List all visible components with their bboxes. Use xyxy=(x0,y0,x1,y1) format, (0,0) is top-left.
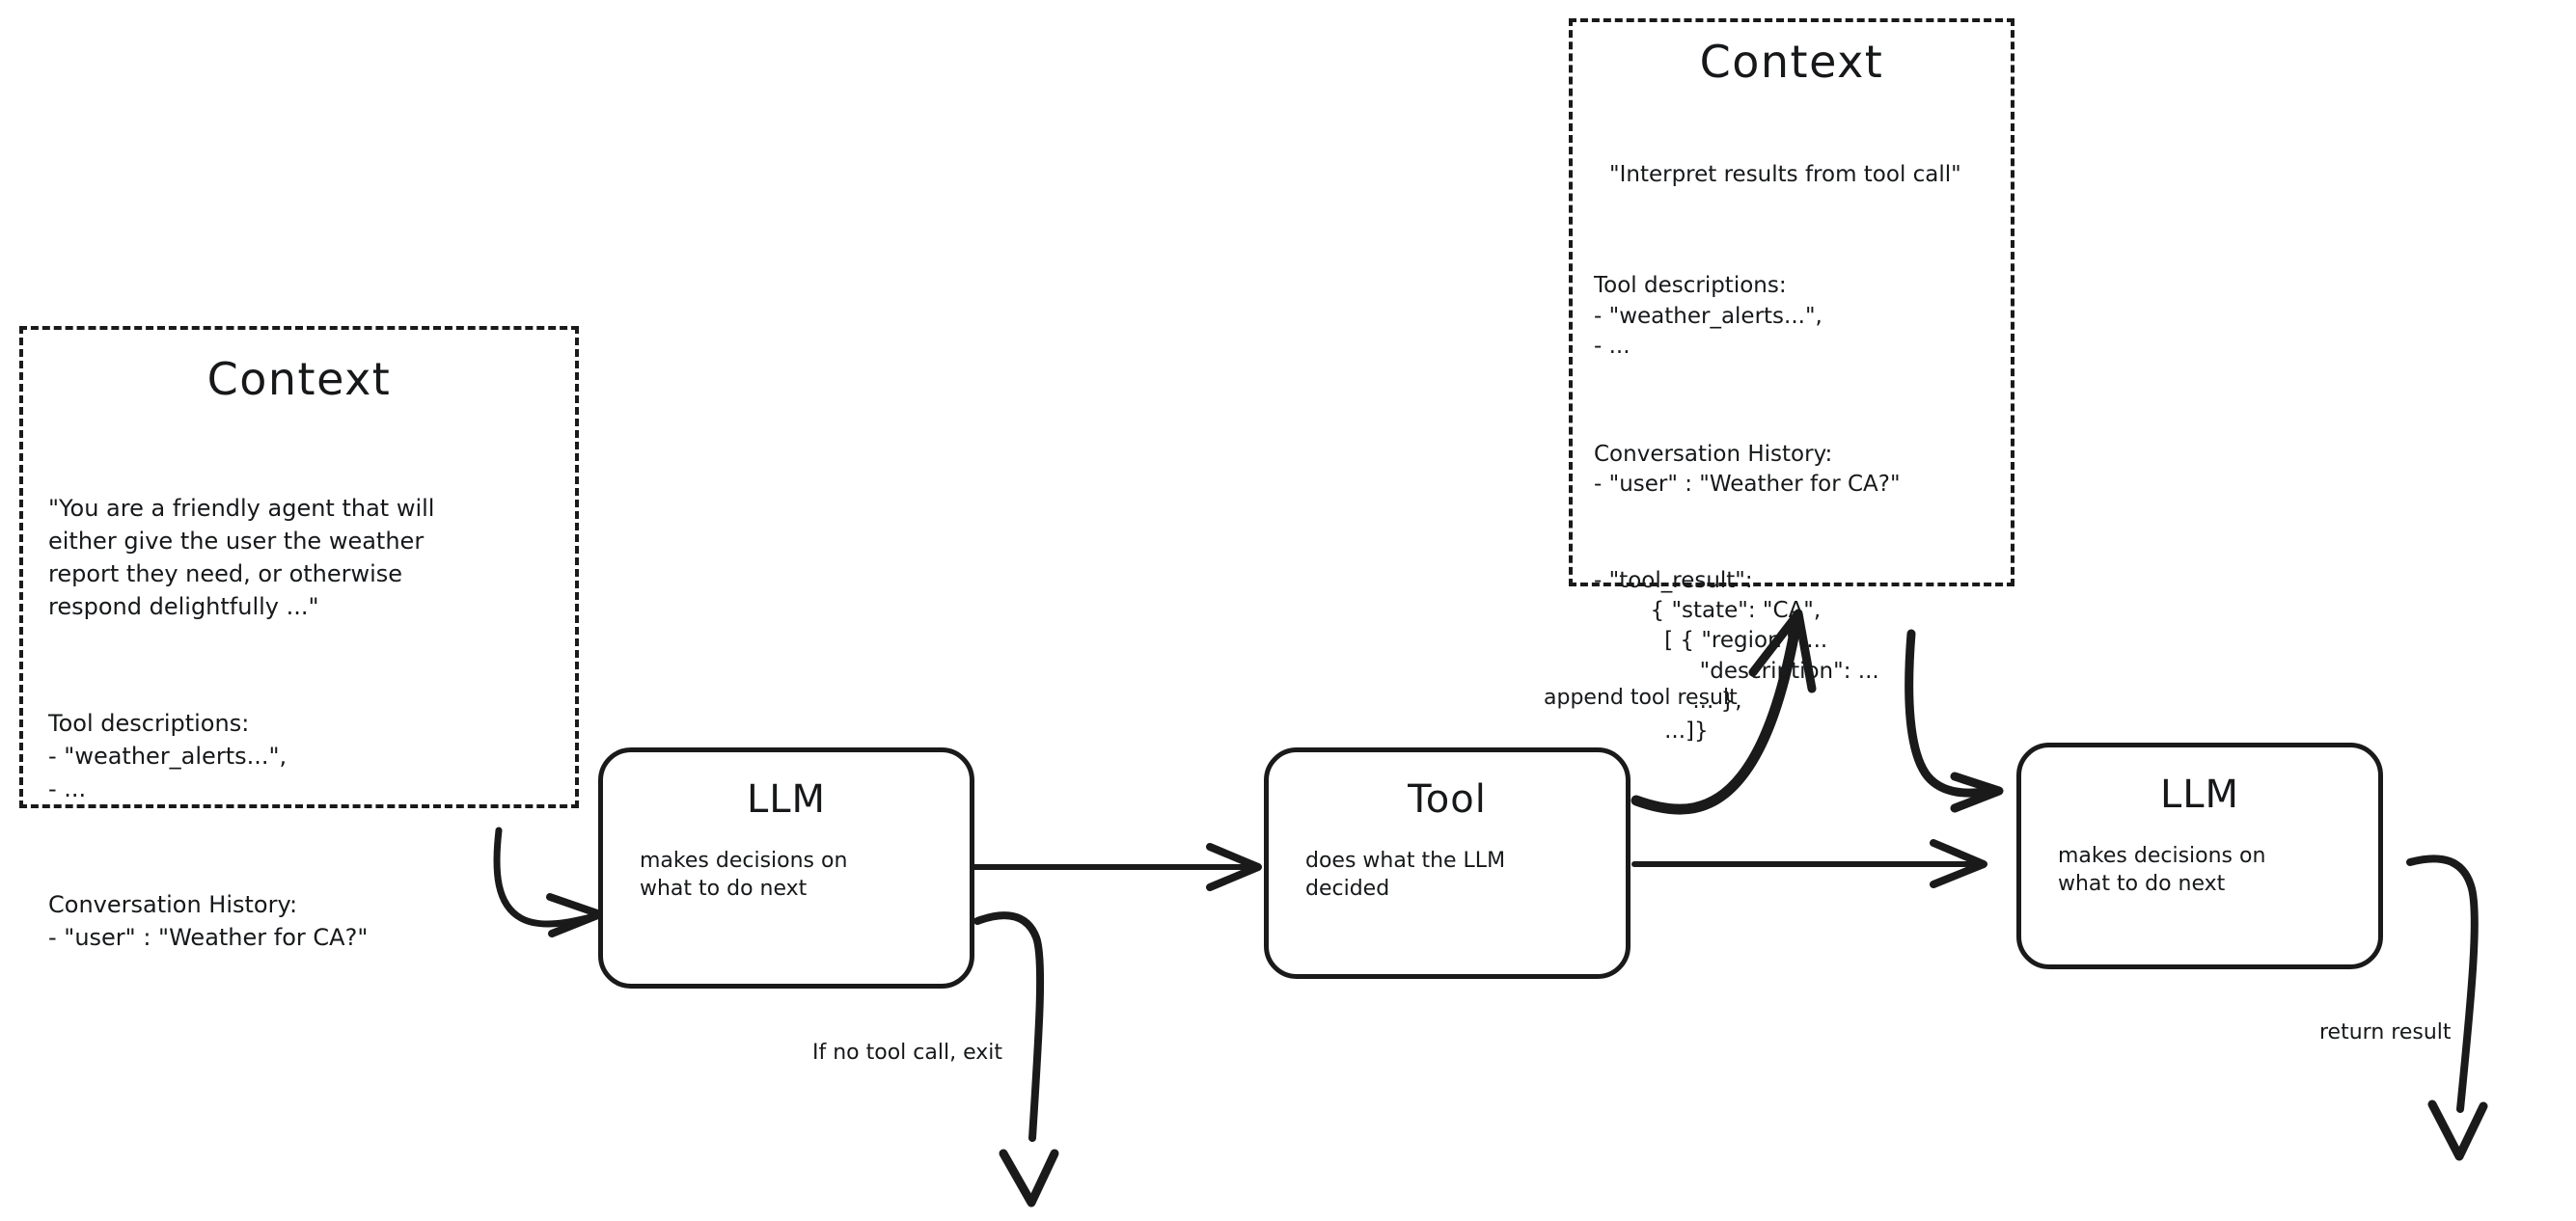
context-box-right: Context "Interpret results from tool cal… xyxy=(1569,18,2014,744)
arrow-return-result xyxy=(2406,855,2479,1113)
node-llm-first-title: LLM xyxy=(746,777,827,822)
arrow-context-to-llm1-head xyxy=(546,893,604,937)
node-tool-title: Tool xyxy=(1408,777,1487,822)
context-left-conversation-history: Conversation History: - "user" : "Weathe… xyxy=(48,891,369,952)
context-right-conversation-history: Conversation History: - "user" : "Weathe… xyxy=(1594,441,1901,497)
node-llm-second-title: LLM xyxy=(2159,773,2240,817)
node-llm-second-subtitle: makes decisions on what to do next xyxy=(2058,844,2266,897)
context-right-tool-result: - "tool_result": { "state": "CA", [ { "r… xyxy=(1594,567,1879,745)
context-left-system-prompt: "You are a friendly agent that will eith… xyxy=(48,495,435,621)
node-llm-second[interactable]: LLM makes decisions on what to do next xyxy=(2016,743,2383,969)
node-llm-first-subtitle: makes decisions on what to do next xyxy=(640,849,848,902)
context-right-system-prompt: "Interpret results from tool call" xyxy=(1609,161,1961,187)
context-right-body: "Interpret results from tool call" Tool … xyxy=(1594,99,1995,807)
arrow-if-no-tool-call-exit-head xyxy=(999,1149,1059,1207)
context-left-title: Context xyxy=(206,353,392,405)
context-left-tool-descriptions: Tool descriptions: - "weather_alerts..."… xyxy=(48,709,288,802)
context-right-tool-descriptions: Tool descriptions: - "weather_alerts..."… xyxy=(1594,273,1822,359)
arrow-return-result-head xyxy=(2427,1099,2488,1161)
node-tool[interactable]: Tool does what the LLM decided xyxy=(1264,747,1631,979)
edge-label-append-tool-result: append tool result xyxy=(1544,686,1738,710)
context-left-body: "You are a friendly agent that will eith… xyxy=(48,426,554,1019)
edge-label-return-result: return result xyxy=(2319,1020,2452,1045)
arrow-llm1-to-tool-head xyxy=(1206,843,1262,891)
context-box-left: Context "You are a friendly agent that w… xyxy=(19,326,579,951)
arrow-if-no-tool-call-exit xyxy=(973,911,1045,1142)
context-right-title: Context xyxy=(1699,36,1884,88)
node-tool-subtitle: does what the LLM decided xyxy=(1305,849,1506,902)
edge-label-if-no-tool-call-exit: If no tool call, exit xyxy=(812,1041,1002,1065)
node-llm-first[interactable]: LLM makes decisions on what to do next xyxy=(598,747,974,989)
arrow-tool-to-llm2-head xyxy=(1930,839,1987,888)
